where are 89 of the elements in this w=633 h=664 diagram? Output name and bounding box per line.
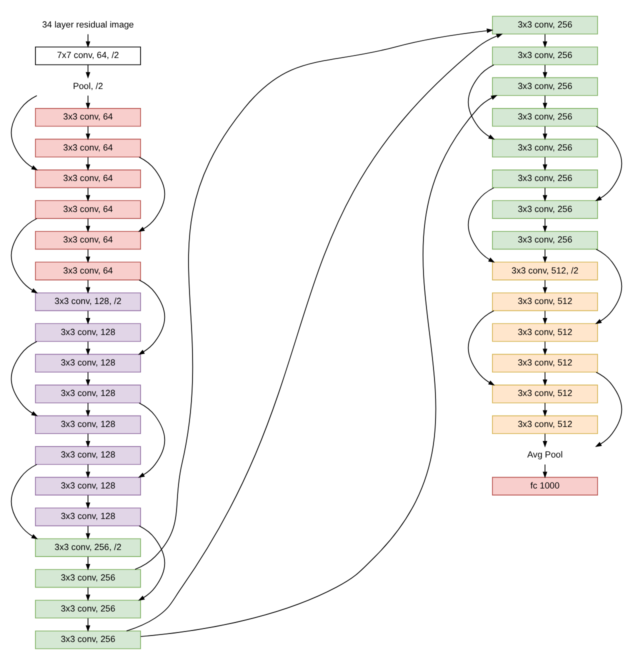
arrow bbox=[542, 279, 548, 294]
arrow bbox=[10, 464, 38, 539]
arrow bbox=[86, 248, 90, 263]
node-box: 3x3 conv, 256 bbox=[492, 46, 598, 65]
arrow bbox=[542, 156, 548, 170]
arrow bbox=[468, 186, 495, 262]
node-box: 3x3 conv, 64 bbox=[35, 261, 141, 280]
arrow bbox=[542, 94, 548, 109]
arrow bbox=[86, 33, 90, 48]
arrow bbox=[542, 248, 548, 263]
node-box: 3x3 conv, 512, /2 bbox=[492, 261, 598, 280]
node-box: 3x3 conv, 256 bbox=[492, 76, 598, 96]
node-box: 3x3 conv, 256 bbox=[492, 108, 598, 126]
arrow bbox=[595, 371, 622, 447]
node-box: fc 1000 bbox=[492, 476, 598, 495]
node-text: Avg Pool bbox=[527, 449, 563, 460]
arrow bbox=[86, 371, 90, 386]
arrow bbox=[595, 125, 622, 201]
arrow bbox=[86, 402, 90, 416]
arrow bbox=[86, 432, 90, 447]
arrow bbox=[542, 310, 548, 324]
node-box: 3x3 conv, 256 bbox=[492, 200, 598, 218]
arrow bbox=[542, 64, 548, 78]
node-box: 3x3 conv, 128 bbox=[35, 384, 141, 403]
node-box: 3x3 conv, 256 bbox=[492, 230, 598, 250]
arrow bbox=[86, 279, 90, 294]
arrow bbox=[140, 94, 498, 636]
node-text: Pool, /2 bbox=[72, 80, 104, 90]
node-box: 3x3 conv, 256 bbox=[492, 169, 598, 188]
arrow bbox=[542, 340, 548, 355]
arrow bbox=[542, 186, 548, 202]
node-box: 3x3 conv, 512 bbox=[492, 414, 598, 434]
arrow bbox=[86, 126, 90, 140]
arrow bbox=[86, 525, 90, 540]
node-box: 7x7 conv, 64, /2 bbox=[35, 46, 141, 65]
arrow bbox=[86, 94, 90, 109]
arrow bbox=[542, 33, 548, 48]
arrow bbox=[138, 279, 166, 354]
node-box: 3x3 conv, 256 bbox=[35, 630, 141, 649]
arrow bbox=[86, 586, 90, 601]
arrow bbox=[126, 33, 503, 631]
node-box: 3x3 conv, 256 bbox=[35, 599, 141, 618]
node-box: 3x3 conv, 512 bbox=[492, 384, 598, 403]
node-box: 3x3 conv, 64 bbox=[35, 138, 141, 157]
arrow bbox=[542, 464, 548, 478]
node-box: 3x3 conv, 256, /2 bbox=[35, 538, 141, 556]
arrow bbox=[468, 310, 495, 386]
arrow bbox=[542, 402, 548, 416]
node-box: 3x3 conv, 64 bbox=[35, 230, 141, 250]
arrow bbox=[86, 218, 90, 232]
arrow bbox=[542, 432, 548, 447]
node-box: 3x3 conv, 128 bbox=[35, 446, 141, 464]
arrow bbox=[86, 64, 90, 78]
arrow bbox=[595, 248, 622, 324]
arrow bbox=[10, 218, 38, 293]
node-box: 3x3 conv, 512 bbox=[492, 292, 598, 311]
node-box: 3x3 conv, 128 bbox=[35, 414, 141, 434]
arrow bbox=[86, 464, 90, 478]
arrow bbox=[138, 156, 166, 232]
arrow bbox=[138, 525, 166, 600]
node-box: 3x3 conv, 128 bbox=[35, 322, 141, 342]
node-box: 3x3 conv, 256 bbox=[492, 138, 598, 157]
arrow bbox=[86, 556, 90, 570]
node-text: 34 layer residual image bbox=[42, 18, 134, 29]
node-box: 3x3 conv, 512 bbox=[492, 322, 598, 342]
arrow bbox=[86, 340, 90, 355]
arrow bbox=[86, 186, 90, 202]
node-box: 3x3 conv, 128 bbox=[35, 507, 141, 526]
node-box: 3x3 conv, 64 bbox=[35, 169, 141, 188]
arrow bbox=[542, 218, 548, 232]
arrow bbox=[542, 371, 548, 386]
node-box: 3x3 conv, 128, /2 bbox=[35, 292, 141, 311]
arrow bbox=[468, 64, 495, 140]
arrow bbox=[86, 494, 90, 508]
arrow bbox=[10, 94, 38, 170]
node-box: 3x3 conv, 128 bbox=[35, 476, 141, 495]
node-box: 3x3 conv, 256 bbox=[35, 568, 141, 588]
arrow bbox=[138, 402, 166, 478]
arrow bbox=[542, 126, 548, 140]
arrow bbox=[86, 156, 90, 170]
arrow bbox=[86, 310, 90, 324]
arrow bbox=[86, 617, 90, 632]
node-box: 3x3 conv, 256 bbox=[492, 15, 598, 34]
node-box: 3x3 conv, 64 bbox=[35, 200, 141, 218]
node-box: 3x3 conv, 128 bbox=[35, 353, 141, 372]
node-box: 3x3 conv, 64 bbox=[35, 108, 141, 126]
arrow bbox=[10, 340, 38, 416]
arrow bbox=[134, 28, 494, 570]
node-box: 3x3 conv, 512 bbox=[492, 353, 598, 372]
